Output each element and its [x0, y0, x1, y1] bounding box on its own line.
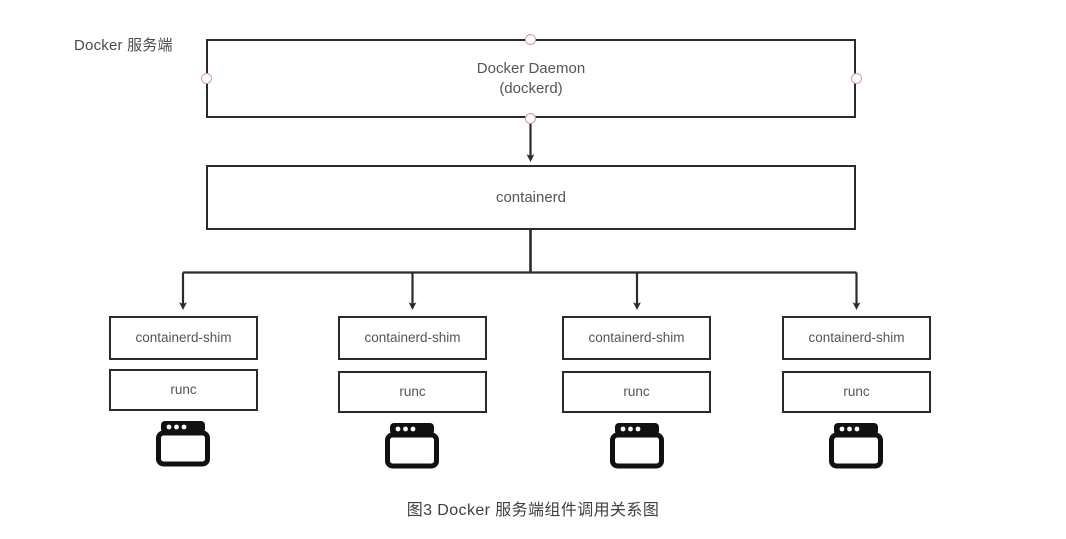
daemon-title: Docker Daemon — [476, 59, 586, 77]
node-runc-2[interactable]: runc — [338, 371, 487, 413]
runc-label-4: runc — [843, 384, 870, 400]
daemon-subtitle: (dockerd) — [499, 79, 563, 97]
anchor-dot-daemon-left — [200, 72, 212, 84]
runc-label-2: runc — [399, 384, 426, 400]
node-containerd[interactable]: containerd — [206, 165, 856, 230]
container-window-icon-1 — [156, 421, 210, 467]
anchor-dot-daemon-top — [525, 33, 536, 45]
node-containerd-shim-3[interactable]: containerd-shim — [562, 316, 711, 360]
node-docker-daemon[interactable]: Docker Daemon (dockerd) — [206, 39, 856, 118]
container-window-icon-2 — [385, 423, 439, 469]
node-runc-4[interactable]: runc — [782, 371, 931, 413]
anchor-dot-daemon-right — [850, 72, 862, 84]
daemon-text-block: Docker Daemon (dockerd) — [477, 59, 585, 99]
node-runc-1[interactable]: runc — [109, 369, 258, 411]
runc-label-1: runc — [170, 382, 197, 398]
containerd-label: containerd — [495, 188, 567, 206]
shim-label-2: containerd-shim — [364, 330, 461, 346]
runc-label-3: runc — [623, 384, 650, 400]
docker-server-label: Docker 服务端 — [74, 37, 173, 54]
node-containerd-shim-2[interactable]: containerd-shim — [338, 316, 487, 360]
shim-label-4: containerd-shim — [808, 330, 905, 346]
figure-caption: 图3 Docker 服务端组件调用关系图 — [406, 502, 660, 519]
shim-label-1: containerd-shim — [135, 330, 232, 346]
node-containerd-shim-4[interactable]: containerd-shim — [782, 316, 931, 360]
node-runc-3[interactable]: runc — [562, 371, 711, 413]
node-containerd-shim-1[interactable]: containerd-shim — [109, 316, 258, 360]
shim-label-3: containerd-shim — [588, 330, 685, 346]
anchor-dot-daemon-bottom — [525, 112, 536, 124]
container-window-icon-3 — [610, 423, 664, 469]
container-window-icon-4 — [829, 423, 883, 469]
